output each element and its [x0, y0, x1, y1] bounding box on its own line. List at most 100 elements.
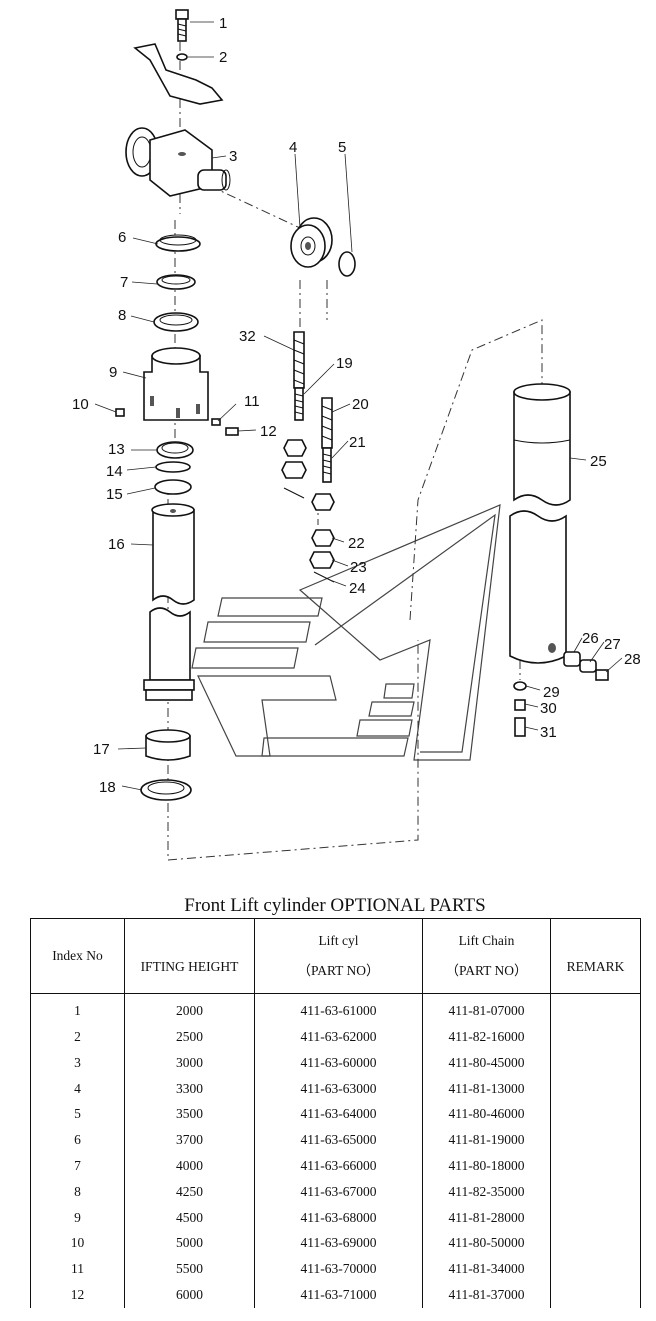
callout-19: 19 [336, 355, 353, 372]
cell-index: 2 [30, 1023, 125, 1050]
cell-index: 3 [30, 1049, 125, 1076]
cell-index: 4 [30, 1075, 125, 1102]
cell-lifting-height: 3500 [124, 1101, 255, 1128]
leader-lines [94, 21, 623, 791]
callout-27: 27 [604, 636, 621, 653]
part-10-plug [115, 408, 125, 417]
cell-remark [550, 1127, 641, 1154]
part-1-bolt [175, 9, 189, 42]
center-lines [167, 42, 543, 861]
cell-lift-cyl-part-no: 411-63-69000 [254, 1230, 423, 1257]
cell-remark [550, 1256, 641, 1283]
cell-lift-chain-part-no: 411-82-16000 [422, 1023, 551, 1050]
part-16-piston-rod [143, 503, 195, 701]
callout-16: 16 [108, 536, 125, 553]
part-9-gland [143, 347, 209, 421]
part-27-connector [579, 659, 597, 673]
cell-lift-chain-part-no: 411-80-18000 [422, 1153, 551, 1179]
callout-17: 17 [93, 741, 110, 758]
cell-lift-chain-part-no: 411-81-13000 [422, 1075, 551, 1102]
cell-lifting-height: 6000 [124, 1282, 255, 1308]
cell-lifting-height: 2000 [124, 993, 255, 1024]
cell-lift-cyl-part-no: 411-63-71000 [254, 1282, 423, 1308]
part-11-seal [211, 418, 221, 426]
callout-13: 13 [108, 441, 125, 458]
part-29-washer [513, 681, 527, 691]
callout-23: 23 [350, 559, 367, 576]
callout-26: 26 [582, 630, 599, 647]
callout-6: 6 [118, 229, 126, 246]
cell-lifting-height: 3000 [124, 1049, 255, 1076]
cell-lifting-height: 3700 [124, 1127, 255, 1154]
part-15-backup-ring [154, 479, 192, 495]
part-18-wear-ring [140, 779, 192, 801]
part-30-bushing [514, 699, 526, 711]
part-26-elbow [563, 651, 581, 667]
cell-lift-chain-part-no: 411-81-28000 [422, 1204, 551, 1231]
part-22-nut [281, 439, 335, 547]
callout-21: 21 [349, 434, 366, 451]
callout-10: 10 [72, 396, 89, 413]
cell-lifting-height: 5000 [124, 1230, 255, 1257]
cell-lift-cyl-part-no: 411-63-64000 [254, 1101, 423, 1128]
header-lift-chain: Lift Chain （PART NO） [422, 918, 551, 994]
part-21-anchor-bolt [322, 447, 332, 483]
part-8-ring [153, 312, 199, 332]
callout-labels: 1 2 3 4 5 6 7 8 9 10 11 12 13 14 15 16 1… [72, 15, 641, 796]
callout-3: 3 [229, 148, 237, 165]
cell-index: 12 [30, 1282, 125, 1308]
callout-2: 2 [219, 49, 227, 66]
callout-1: 1 [219, 15, 227, 32]
cell-remark [550, 1101, 641, 1128]
cell-lift-cyl-part-no: 411-63-66000 [254, 1153, 423, 1179]
part-4-pulley [290, 217, 333, 268]
cell-index: 5 [30, 1101, 125, 1128]
cell-lift-chain-part-no: 411-81-07000 [422, 993, 551, 1024]
callout-18: 18 [99, 779, 116, 796]
part-25-cylinder-tube [509, 383, 571, 664]
part-5-snap-ring [338, 251, 356, 277]
part-20-chain [321, 397, 333, 449]
callout-24: 24 [349, 580, 366, 597]
part-2-washer [176, 53, 188, 61]
cell-lift-chain-part-no: 411-80-50000 [422, 1230, 551, 1257]
header-index-no: Index No [30, 918, 125, 994]
part-31-bolt [514, 717, 526, 737]
cell-index: 6 [30, 1127, 125, 1154]
part-3-cylinder-head [125, 127, 231, 197]
callout-29: 29 [543, 684, 560, 701]
exploded-parts-diagram: 1 2 3 4 5 6 7 8 9 10 11 12 13 14 15 16 1… [72, 9, 641, 861]
callout-14: 14 [106, 463, 123, 480]
cell-lift-cyl-part-no: 411-63-70000 [254, 1256, 423, 1283]
callout-28: 28 [624, 651, 641, 668]
header-lifting-height: IFTING HEIGHT [124, 918, 255, 994]
cell-index: 1 [30, 993, 125, 1024]
cell-remark [550, 1178, 641, 1205]
cell-index: 10 [30, 1230, 125, 1257]
cell-index: 11 [30, 1256, 125, 1283]
callout-25: 25 [590, 453, 607, 470]
part-14-o-ring [155, 461, 191, 473]
part-28-plug [595, 669, 609, 681]
optional-parts-table: Index No IFTING HEIGHT Lift cyl （PART NO… [30, 918, 641, 1308]
watermark-logo [191, 504, 501, 761]
cell-index: 9 [30, 1204, 125, 1231]
callout-15: 15 [106, 486, 123, 503]
callout-7: 7 [120, 274, 128, 291]
cell-lift-cyl-part-no: 411-63-63000 [254, 1075, 423, 1102]
cell-remark [550, 1153, 641, 1179]
callout-12: 12 [260, 423, 277, 440]
table-title: Front Lift cylinder OPTIONAL PARTS [184, 895, 486, 916]
callout-30: 30 [540, 700, 557, 717]
part-19-anchor-bolt [294, 387, 304, 421]
cell-lifting-height: 3300 [124, 1075, 255, 1102]
part-7-ring [156, 274, 196, 290]
cell-index: 8 [30, 1178, 125, 1205]
